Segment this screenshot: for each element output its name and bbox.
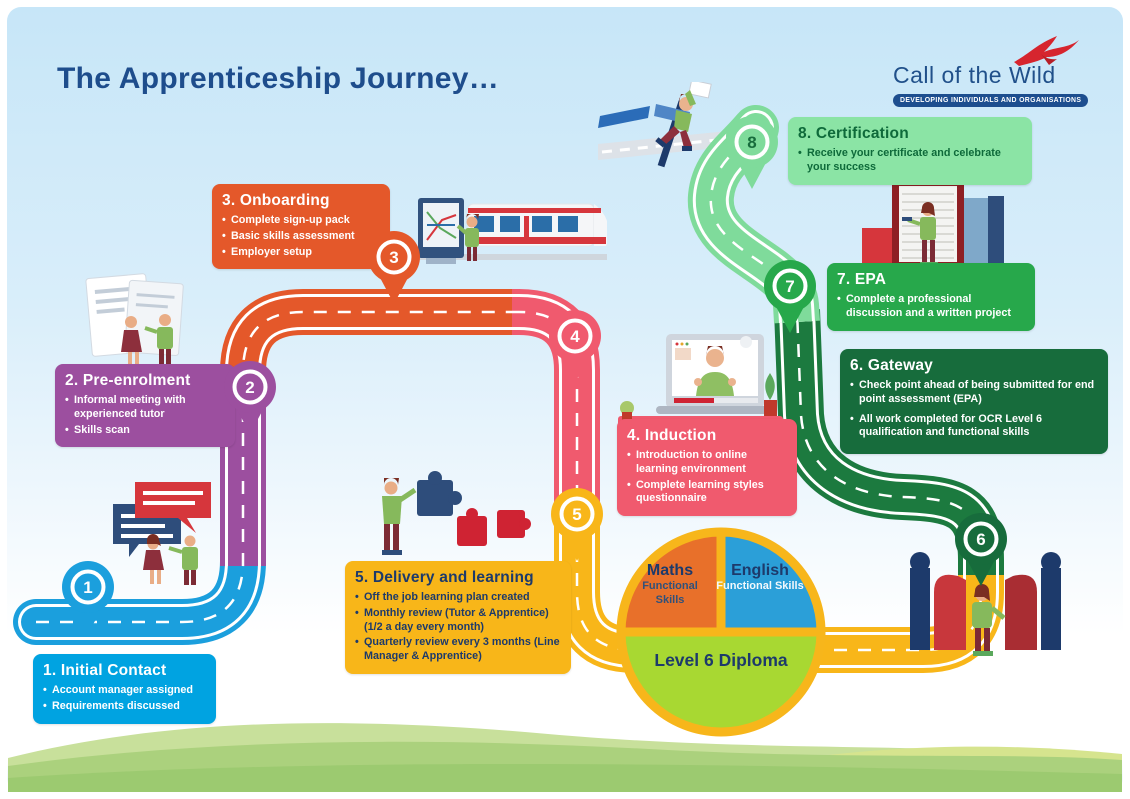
stage-bullets: Account manager assigned Requirements di…	[43, 684, 206, 714]
pie-label-sub: Functional Skills	[716, 580, 804, 592]
stage-bullet: Account manager assigned	[43, 684, 206, 698]
stage-title: 8. Certification	[798, 125, 909, 142]
pin-number: 5	[572, 505, 581, 524]
pie-label-english: English Functional Skills	[716, 562, 804, 594]
pin-number: 7	[785, 277, 794, 296]
map-pin-icon: 1	[62, 561, 114, 634]
stage-bullet: Check point ahead of being submitted for…	[850, 379, 1098, 407]
stage-pin-1: 1	[60, 560, 116, 636]
stage-box-onboarding: 3. Onboarding Complete sign-up pack Basi…	[212, 184, 390, 270]
map-pin-icon: 6	[955, 513, 1007, 586]
map-pin-icon: 7	[764, 260, 816, 333]
stage-bullets: Complete a professional discussion and a…	[837, 293, 1025, 321]
stage-title: 4. Induction	[627, 427, 717, 444]
pin-number: 1	[83, 578, 92, 597]
stage-title: 3. Onboarding	[222, 192, 330, 209]
illustration-train-platform	[412, 198, 607, 264]
map-pin-icon: 4	[549, 310, 601, 383]
logo-tagline: DEVELOPING INDIVIDUALS AND ORGANISATIONS	[893, 94, 1089, 107]
pin-number: 8	[747, 133, 756, 152]
logo-wordmark: Call of the Wild	[893, 62, 1056, 88]
illustration-documents-meeting	[85, 273, 184, 364]
stage-pin-2: 2	[222, 360, 278, 436]
stage-title: 5. Delivery and learning	[355, 569, 534, 586]
stage-pin-5: 5	[549, 487, 605, 563]
stage-title: 6. Gateway	[850, 357, 933, 374]
stage-bullet: Monthly review (Tutor & Apprentice) (1/2…	[355, 607, 561, 635]
illustration-puzzle-people	[382, 471, 531, 555]
stage-bullets: Introduction to online learning environm…	[627, 449, 787, 506]
stage-box-certification: 8. Certification Receive your certificat…	[788, 117, 1032, 185]
pie-label-diploma: Level 6 Diploma	[640, 650, 802, 671]
stage-bullet: Complete sign-up pack	[222, 214, 380, 228]
pie-label-sub: Functional Skills	[642, 580, 698, 606]
stage-pin-4: 4	[547, 309, 603, 385]
pie-label-title: English	[731, 562, 789, 579]
pin-number: 3	[389, 248, 398, 267]
stage-bullet: Requirements discussed	[43, 700, 206, 714]
pie-label-title: Maths	[646, 562, 694, 579]
stage-title: 1. Initial Contact	[43, 662, 167, 679]
map-pin-icon: 5	[551, 488, 603, 561]
stage-bullet: Complete a professional discussion and a…	[837, 293, 1025, 321]
stage-bullets: Informal meeting with experienced tutor …	[65, 394, 225, 437]
stage-bullets: Receive your certificate and celebrate y…	[798, 147, 1022, 175]
stage-bullet: Off the job learning plan created	[355, 591, 561, 605]
pie-label-title: Level 6 Diploma	[654, 650, 788, 670]
pin-number: 4	[570, 327, 580, 346]
stage-pin-7: 7	[762, 259, 818, 335]
map-pin-icon: 8	[726, 116, 778, 189]
stage-bullets: Off the job learning plan created Monthl…	[355, 591, 561, 664]
stage-box-pre-enrolment: 2. Pre-enrolment Informal meeting with e…	[55, 364, 235, 448]
stage-pin-8: 8	[724, 115, 780, 191]
stage-bullet: Introduction to online learning environm…	[627, 449, 787, 477]
stage-title: 2. Pre-enrolment	[65, 372, 191, 389]
logo-call-of-the-wild: Call of the Wild DEVELOPING INDIVIDUALS …	[893, 32, 1089, 107]
page-title: The Apprenticeship Journey…	[57, 62, 500, 95]
pie-slice-diploma	[616, 627, 826, 737]
pin-number: 2	[245, 378, 254, 397]
stage-bullet: Complete learning styles questionnaire	[627, 479, 787, 507]
stage-bullet: Receive your certificate and celebrate y…	[798, 147, 1022, 175]
stage-box-delivery-learning: 5. Delivery and learning Off the job lea…	[345, 561, 571, 675]
stage-title: 7. EPA	[837, 271, 887, 288]
stage-pin-6: 6	[953, 512, 1009, 588]
pie-label-maths: Maths Functional Skills	[628, 562, 712, 608]
illustration-online-learning-laptop	[618, 334, 783, 428]
red-bird-icon	[1014, 36, 1079, 66]
pin-number: 6	[976, 530, 985, 549]
stage-bullet: Basic skills assessment	[222, 230, 380, 244]
illustration-clipboard-books	[862, 170, 1004, 268]
stage-bullet: Skills scan	[65, 424, 225, 438]
stage-bullets: Check point ahead of being submitted for…	[850, 379, 1098, 440]
map-pin-icon: 3	[368, 231, 420, 304]
stage-box-gateway: 6. Gateway Check point ahead of being su…	[840, 349, 1108, 455]
stage-box-epa: 7. EPA Complete a professional discussio…	[827, 263, 1035, 331]
map-pin-icon: 2	[224, 361, 276, 434]
stage-box-induction: 4. Induction Introduction to online lear…	[617, 419, 797, 517]
stage-bullet: Employer setup	[222, 246, 380, 260]
stage-box-initial-contact: 1. Initial Contact Account manager assig…	[33, 654, 216, 724]
stage-pin-3: 3	[366, 230, 422, 306]
stage-bullets: Complete sign-up pack Basic skills asses…	[222, 214, 380, 259]
stage-bullet: Quarterly review every 3 months (Line Ma…	[355, 636, 561, 664]
hills-landscape	[8, 723, 1122, 792]
stage-bullet: Informal meeting with experienced tutor	[65, 394, 225, 422]
stage-bullet: All work completed for OCR Level 6 quali…	[850, 413, 1098, 441]
qualification-pie-chart	[616, 527, 826, 737]
